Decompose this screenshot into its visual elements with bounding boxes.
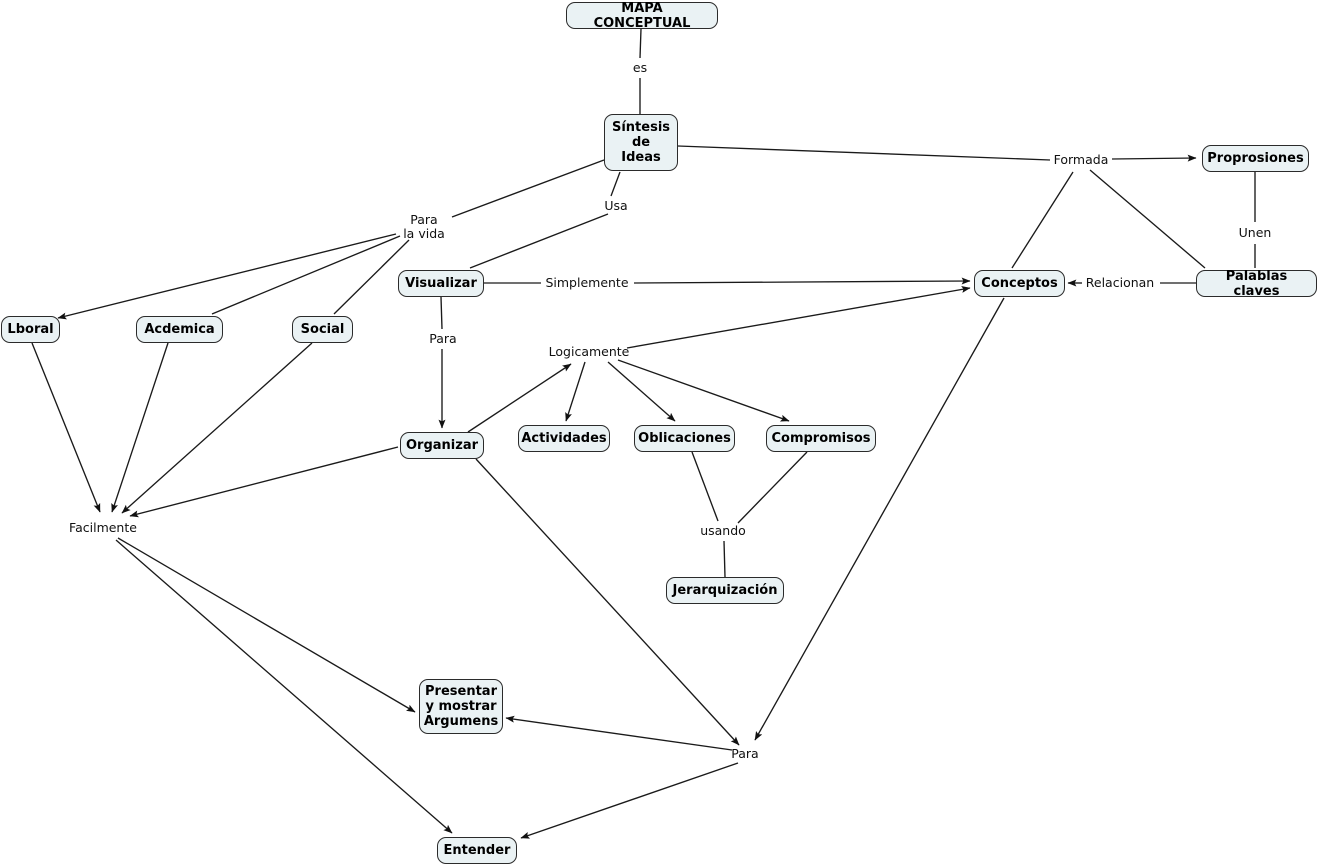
edge-para2-to-presentar bbox=[505, 715, 733, 751]
edge-lboral-to-facilmente bbox=[31, 342, 101, 513]
edge-oblicaciones-to-usando bbox=[691, 451, 719, 522]
edge-usa-to-visualizar bbox=[469, 213, 609, 269]
edge-paravida-to-lboral bbox=[57, 233, 397, 320]
edge-logicam-to-conceptos bbox=[626, 285, 971, 349]
edge-sintesis-to-usa bbox=[610, 171, 621, 197]
edge-logicam-to-oblicaciones bbox=[607, 361, 676, 422]
edge-acdemica-to-facilmente bbox=[111, 342, 169, 513]
edge-social-to-facilmente bbox=[121, 342, 313, 514]
edge-para2-to-entender bbox=[520, 762, 739, 839]
edge-visualizar-to-para1 bbox=[440, 296, 443, 330]
edge-logicam-to-actividades bbox=[565, 361, 586, 422]
node-mapa[interactable]: MAPA CONCEPTUAL bbox=[566, 1, 718, 31]
node-compromisos[interactable]: Compromisos bbox=[766, 425, 876, 452]
node-oblicaciones[interactable]: Oblicaciones bbox=[634, 425, 735, 452]
node-conceptos[interactable]: Conceptos bbox=[974, 270, 1065, 297]
edge-paravida-to-acdemica bbox=[211, 235, 401, 315]
edge-sintesis-to-paravida bbox=[451, 159, 605, 218]
edge-compromisos-to-usando bbox=[737, 451, 808, 524]
edge-sintesis-to-formada bbox=[677, 145, 1051, 161]
edge-paravida-to-social bbox=[333, 239, 410, 315]
edge-organizar-to-facilmente bbox=[129, 446, 399, 518]
edge-logicam-to-compromisos bbox=[617, 359, 790, 422]
node-lboral[interactable]: Lboral bbox=[1, 316, 60, 343]
node-acdemica[interactable]: Acdemica bbox=[136, 316, 223, 343]
node-entender[interactable]: Entender bbox=[437, 837, 517, 864]
node-jerarquizacion[interactable]: Jerarquización bbox=[666, 577, 784, 604]
edge-palablas-to-formada bbox=[1089, 169, 1206, 269]
edge-facilmente-to-entender bbox=[115, 539, 453, 834]
edge-formada-to-conceptos bbox=[1011, 171, 1074, 269]
node-organizar[interactable]: Organizar bbox=[400, 432, 484, 459]
node-proprosiones[interactable]: Proprosiones bbox=[1202, 145, 1309, 172]
edges-group bbox=[31, 28, 1256, 839]
edge-conceptos-to-para2 bbox=[754, 297, 1005, 741]
node-social[interactable]: Social bbox=[292, 316, 353, 343]
edge-formada-to-proprosiones bbox=[1111, 154, 1197, 162]
node-visualizar[interactable]: Visualizar bbox=[398, 270, 484, 297]
edge-simple-to-conceptos bbox=[633, 277, 971, 285]
edge-organizar-to-para2 bbox=[475, 458, 740, 746]
node-palablas[interactable]: Palablas claves bbox=[1196, 269, 1317, 299]
node-presentar[interactable]: Presentar y mostrar Argumens bbox=[419, 679, 503, 734]
edge-mapa-to-es bbox=[639, 28, 642, 59]
edge-organizar-to-logicam bbox=[467, 363, 572, 433]
edge-facilmente-to-presentar bbox=[117, 537, 416, 713]
node-sintesis[interactable]: Síntesis de Ideas bbox=[604, 114, 678, 171]
node-actividades[interactable]: Actividades bbox=[518, 425, 610, 452]
edge-usando-to-jerarquiz bbox=[723, 540, 726, 578]
